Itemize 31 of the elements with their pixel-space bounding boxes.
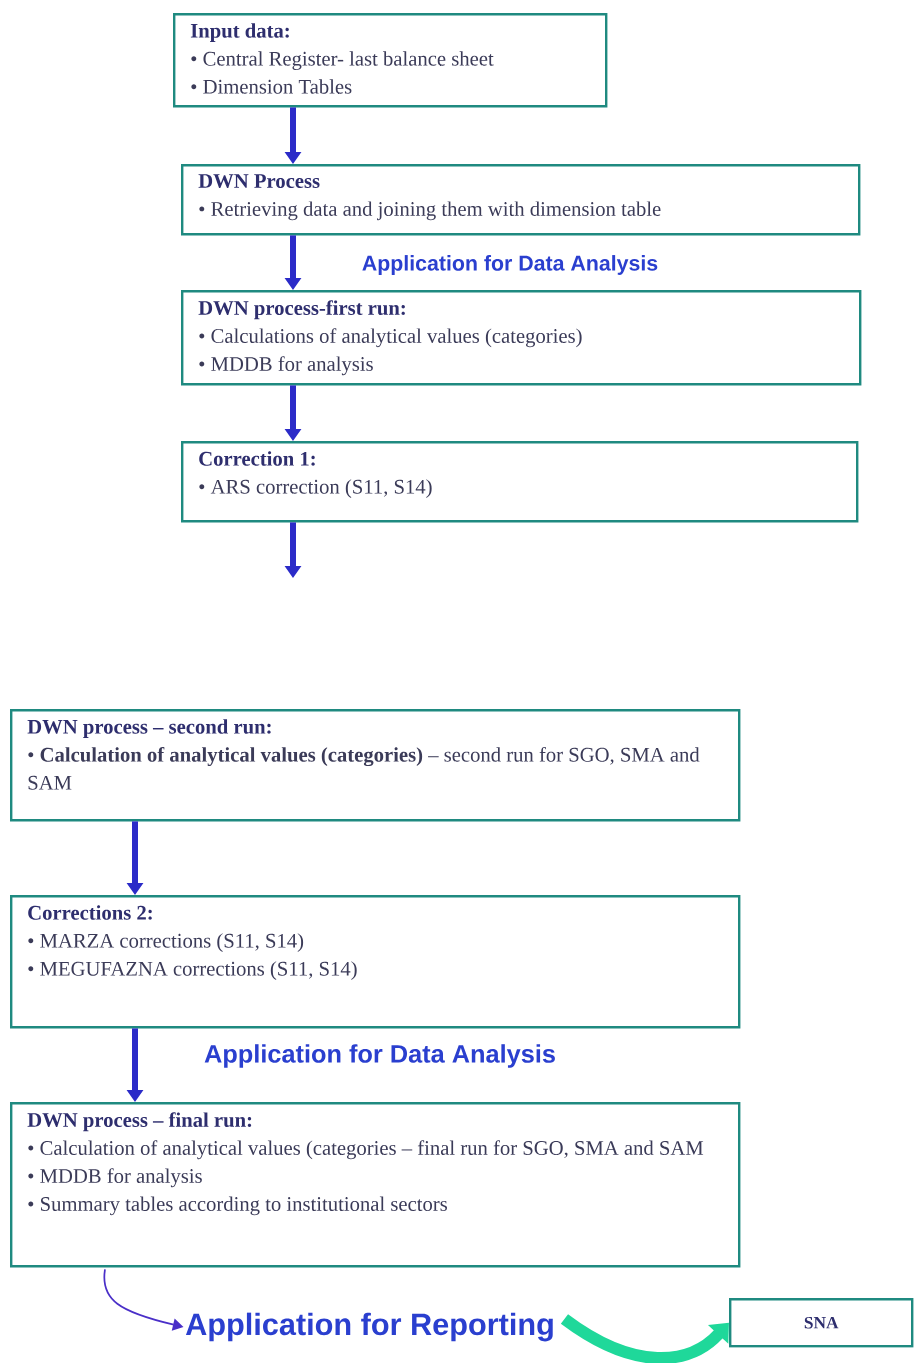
bullet-item: • Central Register- last balance sheet: [191, 51, 494, 70]
bullet-item: • MDDB for analysis: [199, 356, 373, 376]
bullet-item: • Calculation of analytical values (categories) – second run for SGO, SMA and SAM: [28, 747, 700, 790]
process-box: [173, 13, 608, 108]
process-box: [181, 164, 861, 236]
box-heading: Input data:: [190, 23, 289, 42]
bullet-item: • Calculations of analytical values (categories): [199, 328, 582, 348]
edge-label: Application for Data Analysis: [202, 1042, 558, 1070]
bullet-item: • MARZA corrections (S11, S14): [28, 933, 304, 952]
bullet-item: • Calculation of analytical values (categories – final run for SGO, SMA and SAM: [28, 1140, 704, 1160]
box-heading: DWN process – second run:: [27, 719, 271, 738]
edge-label: Application for Data Analysis: [360, 253, 660, 277]
process-box: [181, 290, 862, 386]
heading-text: Application for Reporting: [185, 1312, 553, 1342]
arrow: [561, 1314, 729, 1363]
box-heading: Correction 1:: [199, 451, 315, 466]
bullet-item: • ARS correction (S11, S14): [199, 479, 432, 498]
output-box: SNA: [729, 1298, 914, 1348]
bullet-item: • MDDB for analysis: [28, 1168, 202, 1188]
box-heading: DWN Process: [198, 174, 320, 189]
box-heading: DWN process-first run:: [198, 300, 405, 320]
bullet-item: • Dimension Tables: [191, 79, 352, 94]
bullet-item: • MEGUFAZNA corrections (S11, S14): [28, 961, 357, 980]
bullet-item: • Summary tables according to institutional sectors: [28, 1196, 447, 1216]
box-heading: DWN process – final run:: [27, 1112, 252, 1132]
process-box: [10, 1102, 741, 1268]
bullet-item: • Retrieving data and joining them with dimension table: [199, 201, 661, 221]
process-box: [10, 709, 741, 822]
process-box: [10, 895, 741, 1029]
box-heading: Corrections 2:: [28, 905, 152, 920]
process-box: [181, 441, 859, 523]
